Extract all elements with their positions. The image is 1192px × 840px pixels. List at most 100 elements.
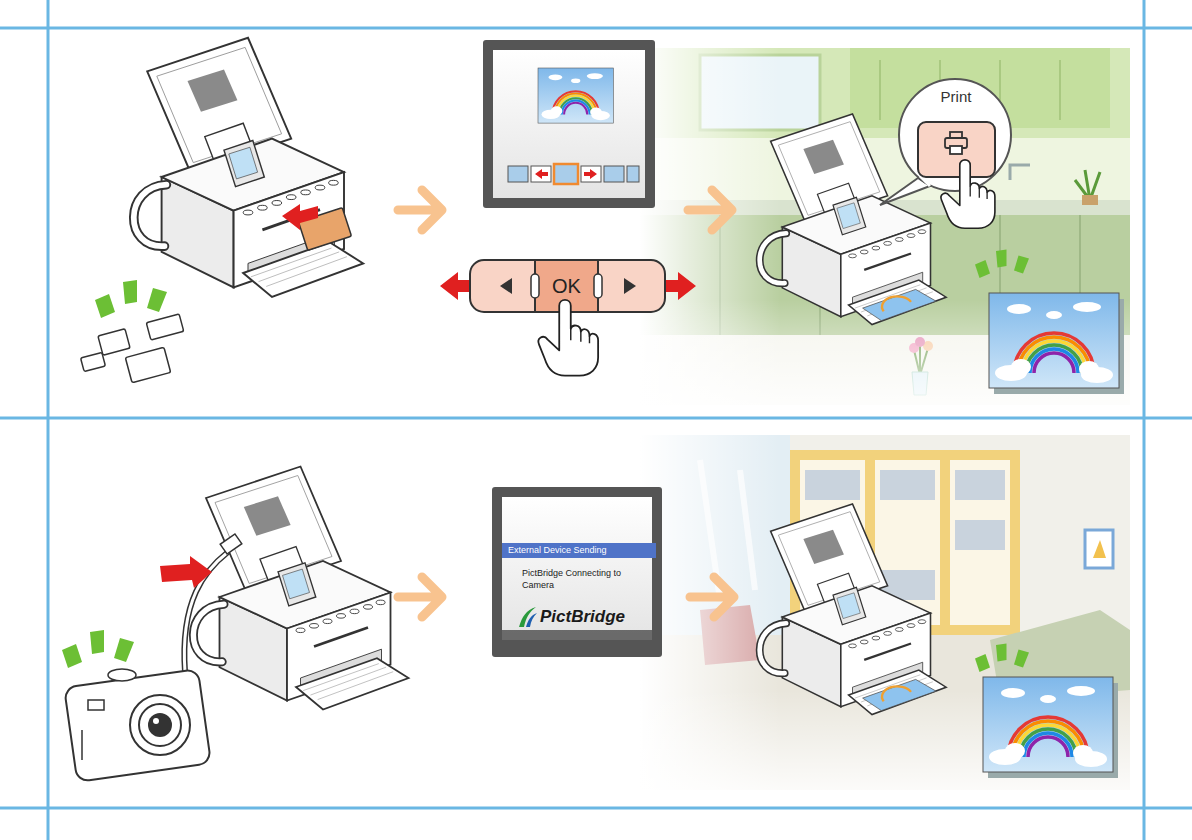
wall-picture (1093, 540, 1106, 558)
lcd-photo-browser (581, 166, 601, 182)
living-room-scene (640, 435, 1130, 790)
lcd-photo-browser (535, 169, 548, 179)
digital-camera (64, 669, 211, 782)
print-callout (941, 160, 995, 228)
living-room-scene (640, 435, 1130, 790)
kitchen-scene (640, 48, 1130, 405)
lcd-photo-browser (508, 164, 639, 184)
ok-button-bar (594, 274, 602, 298)
living-room-scene (955, 470, 1005, 500)
digital-camera (108, 669, 136, 681)
button-label: OK (552, 274, 581, 299)
illustration (398, 190, 442, 230)
illustration (975, 250, 1029, 279)
living-room-scene (955, 520, 1005, 550)
frame-lines (47, 0, 50, 840)
print-callout (880, 79, 1011, 228)
printer-printing (760, 504, 946, 715)
plant (1082, 195, 1098, 205)
screen-header: External Device Sending (502, 543, 656, 558)
frame-lines (0, 417, 1192, 420)
frame-lines (0, 807, 1192, 810)
memory-cards (95, 280, 167, 318)
digital-camera (139, 704, 181, 746)
lcd-photo-browser (483, 40, 655, 208)
lcd-photo-browser (627, 166, 639, 182)
digital-camera (64, 669, 211, 782)
printer-printing (863, 289, 936, 320)
lcd-photo-browser (584, 169, 597, 179)
illustration (134, 38, 363, 297)
wall-picture (1085, 530, 1113, 568)
ok-button-bar (531, 274, 539, 298)
illustration (193, 467, 408, 710)
ok-button-bar (500, 278, 512, 294)
wall-picture (1085, 530, 1113, 568)
illustration (160, 556, 212, 588)
kitchen-scene (640, 48, 1130, 405)
illustration (688, 190, 732, 230)
digital-camera (153, 718, 159, 724)
print-callout (918, 122, 995, 177)
printer-icon (945, 132, 967, 154)
frame-lines (1143, 0, 1146, 840)
ok-button-bar (624, 278, 636, 294)
lcd-photo-browser (531, 166, 551, 182)
memory-cards (146, 314, 184, 340)
print-callout (899, 79, 1011, 191)
memory-cards (81, 280, 184, 383)
lcd-photo-browser (554, 164, 578, 184)
logo-swoosh (519, 607, 536, 627)
frame-lines (0, 27, 1192, 30)
logo-swoosh (516, 605, 538, 629)
lcd-photo-browser (483, 40, 655, 208)
lcd-pictbridge (492, 487, 662, 657)
ok-button-bar (440, 260, 696, 376)
memory-cards (125, 347, 170, 382)
printed-photo (989, 293, 1119, 388)
print-callout (880, 178, 930, 205)
printer-printing (882, 686, 911, 701)
lcd-photo-browser (493, 50, 645, 198)
living-room-scene (950, 460, 1010, 625)
usb-cable (184, 534, 241, 672)
usb-cable (220, 534, 242, 554)
printer-printing (863, 679, 936, 710)
printer-printing (882, 296, 911, 311)
printer-icon (950, 146, 962, 154)
inserted-card (282, 204, 318, 230)
lcd-pictbridge (502, 630, 652, 640)
logo-text: PictBridge (540, 606, 625, 627)
kitchen-scene (1010, 165, 1030, 180)
illustration (398, 577, 442, 617)
plant (1075, 170, 1100, 205)
print-label: Print (912, 88, 1000, 118)
lcd-photo-browser (538, 68, 613, 123)
printed-photo (989, 293, 1124, 394)
screen-message: PictBridge Connecting to Camera (502, 568, 656, 591)
illustration (193, 467, 408, 710)
lcd-pictbridge (492, 487, 662, 657)
printed-photo (983, 677, 1113, 772)
ok-button-bar (664, 272, 696, 300)
lcd-screen: External Device SendingPictBridge Connec… (502, 497, 656, 630)
illustration (62, 630, 134, 668)
ok-button: OK (537, 264, 596, 308)
living-room-scene (805, 470, 860, 500)
lcd-photo-browser (508, 166, 528, 182)
ok-button-bar (538, 300, 598, 376)
illustration (975, 644, 1029, 673)
digital-camera (88, 700, 104, 710)
memory-cards (98, 329, 130, 356)
logo-swoosh (526, 613, 537, 627)
logo-row: PictBridge (502, 605, 656, 629)
illustration (690, 577, 734, 617)
living-room-scene (880, 470, 935, 500)
lcd-photo-browser (604, 166, 624, 182)
callout-label: Print (941, 88, 972, 107)
digital-camera (148, 713, 172, 737)
printed-photo (983, 677, 1118, 778)
inserted-card (282, 204, 352, 250)
